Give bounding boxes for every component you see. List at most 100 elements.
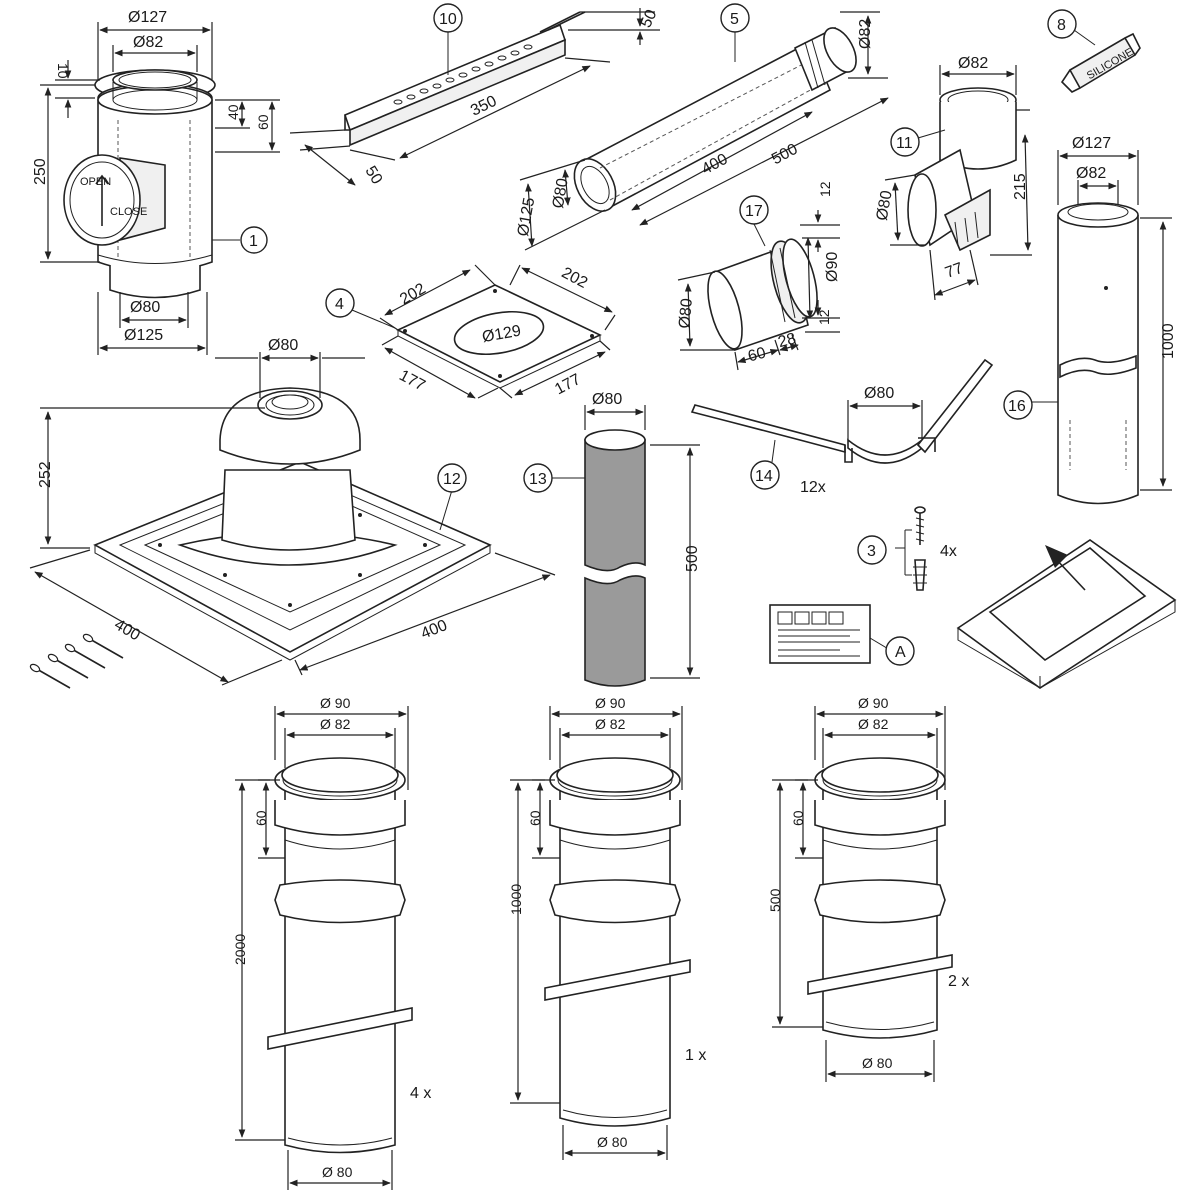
part-12-dimensions: Ø80 252 400 400 [29, 337, 556, 686]
svg-text:5: 5 [730, 11, 739, 28]
part-10-rail [344, 11, 586, 147]
svg-text:Ø80: Ø80 [864, 385, 894, 402]
part-11-elbow [907, 87, 1017, 252]
svg-text:12: 12 [443, 471, 461, 488]
svg-text:60: 60 [527, 810, 543, 826]
svg-text:400: 400 [419, 617, 450, 643]
part-12-roof-flashing [93, 387, 492, 661]
svg-text:250: 250 [32, 158, 49, 185]
svg-text:Ø 82: Ø 82 [858, 716, 889, 732]
callout-a: A [869, 636, 915, 666]
svg-text:50: 50 [362, 163, 386, 187]
svg-text:12: 12 [816, 309, 832, 325]
svg-text:177: 177 [396, 367, 428, 395]
callout-10: 10 [433, 3, 463, 75]
part-10-dimensions: 50 350 50 [289, 7, 661, 187]
part-14-clamp [690, 358, 994, 464]
svg-text:12x: 12x [800, 479, 826, 496]
svg-text:1000: 1000 [1160, 323, 1177, 359]
pipe-500-dimensions: Ø 90 Ø 82 60 500 Ø 80 2 x [767, 695, 969, 1082]
part-11-dimensions: Ø82 215 Ø80 77 [874, 55, 1032, 301]
screw-icon [914, 506, 926, 545]
pipe-1000 [544, 757, 691, 1127]
svg-text:13: 13 [529, 471, 547, 488]
svg-text:3: 3 [867, 543, 876, 560]
svg-text:16: 16 [1008, 398, 1026, 415]
part-1-t-piece: OPEN CLOSE [63, 69, 216, 299]
callout-14: 14 [750, 439, 780, 490]
part-17-adapter [707, 238, 818, 352]
part-3-fixings: 4x [895, 506, 957, 591]
box-icon [956, 539, 1177, 689]
svg-text:4 x: 4 x [410, 1085, 431, 1102]
svg-text:1: 1 [249, 233, 258, 250]
svg-text:60: 60 [790, 810, 806, 826]
svg-text:60: 60 [255, 114, 271, 130]
svg-text:1 x: 1 x [685, 1047, 706, 1064]
svg-text:60: 60 [746, 344, 768, 365]
svg-text:1000: 1000 [508, 884, 524, 915]
arrow-up-icon [1045, 545, 1086, 591]
pipe-1000-dimensions: Ø 90 Ø 82 60 1000 Ø 80 1 x [508, 695, 706, 1160]
svg-text:60: 60 [253, 810, 269, 826]
svg-text:14: 14 [755, 468, 773, 485]
part-16-dimensions: Ø127 Ø82 1000 [1057, 135, 1177, 491]
part-14-dimensions: Ø80 12x [800, 385, 923, 496]
part-5-dimensions: Ø82 Ø125 Ø80 400 500 [515, 11, 889, 251]
svg-text:202: 202 [397, 280, 429, 308]
svg-text:10: 10 [55, 63, 71, 79]
svg-text:4x: 4x [940, 543, 957, 560]
svg-text:28: 28 [776, 330, 798, 351]
svg-text:OPEN: OPEN [80, 176, 111, 188]
svg-text:10: 10 [439, 11, 457, 28]
svg-text:Ø125: Ø125 [515, 196, 539, 238]
svg-text:Ø82: Ø82 [958, 55, 988, 72]
pipe-500 [807, 757, 953, 1039]
svg-text:350: 350 [468, 93, 500, 120]
pipe-2000 [267, 757, 413, 1154]
pipe-2000-dimensions: Ø 90 Ø 82 60 2000 Ø 80 4 x [232, 695, 431, 1190]
svg-text:Ø 90: Ø 90 [595, 695, 626, 711]
svg-text:11: 11 [896, 135, 913, 152]
svg-text:17: 17 [745, 203, 763, 220]
callout-13: 13 [523, 463, 585, 493]
svg-text:Ø82: Ø82 [857, 19, 874, 49]
svg-text:400: 400 [111, 616, 143, 644]
svg-text:4: 4 [335, 296, 344, 313]
svg-text:Ø 82: Ø 82 [595, 716, 626, 732]
svg-text:Ø 80: Ø 80 [862, 1055, 893, 1071]
svg-text:Ø127: Ø127 [1072, 135, 1111, 152]
svg-text:Ø 80: Ø 80 [322, 1164, 353, 1180]
svg-text:Ø80: Ø80 [268, 337, 298, 354]
dowel-icon [913, 559, 927, 591]
svg-text:Ø 90: Ø 90 [858, 695, 889, 711]
svg-text:Ø80: Ø80 [592, 391, 622, 408]
callout-12: 12 [437, 463, 467, 531]
svg-text:Ø127: Ø127 [128, 9, 167, 26]
svg-text:2 x: 2 x [948, 973, 969, 990]
svg-text:Ø 90: Ø 90 [320, 695, 351, 711]
part-16-pipe [1057, 202, 1139, 505]
callout-17: 17 [739, 195, 769, 247]
callout-4: 4 [325, 288, 396, 329]
svg-text:77: 77 [943, 260, 966, 282]
part-13-dimensions: Ø80 500 [584, 391, 701, 679]
svg-text:8: 8 [1057, 17, 1066, 34]
part-8-silicone-tube: SILICONE [1060, 32, 1141, 93]
svg-text:252: 252 [37, 461, 54, 488]
svg-text:500: 500 [767, 888, 783, 912]
svg-text:50: 50 [638, 7, 661, 30]
svg-text:Ø80: Ø80 [874, 189, 896, 222]
svg-text:Ø80: Ø80 [676, 297, 696, 329]
svg-text:Ø80: Ø80 [130, 299, 160, 316]
callout-16: 16 [1003, 390, 1058, 420]
callout-8: 8 [1047, 9, 1096, 46]
svg-text:2000: 2000 [232, 934, 248, 965]
svg-text:Ø 80: Ø 80 [597, 1134, 628, 1150]
svg-text:A: A [895, 644, 906, 661]
svg-text:Ø80: Ø80 [550, 177, 572, 210]
svg-text:40: 40 [225, 104, 241, 120]
part-13-sleeve [584, 429, 646, 687]
part-a-label-card [769, 604, 871, 664]
